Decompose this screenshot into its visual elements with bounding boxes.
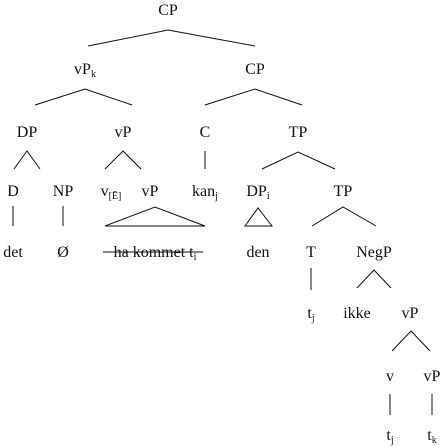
node-vpk-subscript: k <box>91 69 96 80</box>
edge-tp <box>261 151 336 170</box>
node-vp-low: vP <box>424 368 441 385</box>
trace-tj-t-subscript: j <box>311 313 315 324</box>
node-dp: DP <box>17 124 38 141</box>
edge-vp <box>104 150 142 170</box>
trace-tk-base: t <box>427 427 432 444</box>
node-c: C <box>200 124 211 141</box>
trace-tk-subscript: k <box>432 435 437 446</box>
triangle-vp <box>104 206 206 227</box>
edge-tp2 <box>311 206 377 227</box>
node-dpi-subscript: i <box>267 191 270 202</box>
edge-cp <box>204 88 303 106</box>
node-np: NP <box>53 183 74 200</box>
node-v-feature-base: v <box>101 183 109 200</box>
node-vp: vP <box>115 124 132 141</box>
node-cp-root: CP <box>158 2 178 19</box>
edge-root <box>87 29 256 47</box>
node-v-feature-subscript: [Ē] <box>109 191 122 202</box>
leaf-ha-kommet-subscript: i <box>194 252 197 263</box>
node-t: T <box>306 244 316 261</box>
node-tp: TP <box>289 124 308 141</box>
node-kan: kanj <box>192 183 218 202</box>
leaf-ha-kommet: ha kommet ti <box>114 244 197 263</box>
node-dpi: DPi <box>246 183 269 202</box>
leaf-ikke: ikke <box>343 305 371 322</box>
node-kan-subscript: j <box>214 191 218 202</box>
node-v-low: v <box>386 368 394 385</box>
trace-tj-v-subscript: j <box>390 435 394 446</box>
leaf-null: Ø <box>57 244 69 261</box>
node-vp-neg: vP <box>402 305 419 322</box>
node-vpk-base: vP <box>74 61 91 78</box>
trace-tj-t: tj <box>307 305 314 324</box>
node-negp: NegP <box>356 244 392 261</box>
trace-tj-t-base: t <box>307 305 312 322</box>
trace-tk: tk <box>427 427 436 446</box>
node-kan-base: kan <box>192 183 215 200</box>
edge-dp <box>13 150 41 170</box>
node-vp-inner: vP <box>142 183 159 200</box>
triangle-dpi <box>244 207 274 227</box>
trace-tj-v: tj <box>386 427 393 446</box>
trace-tj-v-base: t <box>386 427 391 444</box>
tree-edges <box>12 29 433 415</box>
node-vpk: vPk <box>74 61 96 80</box>
edge-vpk <box>34 88 133 106</box>
node-d: D <box>7 183 19 200</box>
tree-nodes: CP vPk CP DP vP C TP D NP v[Ē] vP kanj D… <box>3 2 440 446</box>
node-v-feature: v[Ē] <box>101 183 122 202</box>
leaf-den: den <box>246 244 269 261</box>
node-tp-inner: TP <box>334 183 353 200</box>
edge-vp2 <box>391 330 431 352</box>
edge-negp <box>356 269 392 289</box>
node-dpi-base: DP <box>246 183 267 200</box>
leaf-det: det <box>3 244 23 261</box>
node-cp: CP <box>245 61 265 78</box>
